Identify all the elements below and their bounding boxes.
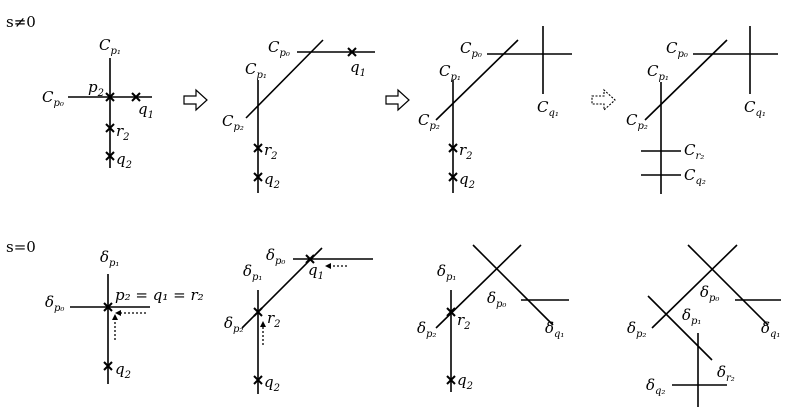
label: q1: [350, 58, 366, 79]
curve-line: [687, 244, 769, 326]
label: Cp₁: [245, 60, 267, 81]
transition-arrow-dotted: [591, 88, 616, 112]
panel-s-zero-1: δp₁ δp₀ q2 p₂ = q₁ = r₂: [45, 248, 204, 384]
label: Cp₀: [460, 39, 482, 60]
panel-s-nonzero-1: Cp₁ p2 Cp₀ q1 r2 q2: [42, 36, 154, 171]
curve-line: [647, 295, 713, 361]
point-marker: [253, 172, 263, 182]
label: q1: [138, 100, 154, 121]
point-marker: [105, 151, 115, 161]
label: Cq₁: [537, 98, 559, 119]
label: q2: [264, 170, 280, 191]
label: Cr₂: [684, 141, 704, 162]
point-marker: [253, 307, 263, 317]
dotted-arrow: [112, 314, 118, 340]
point-marker: [305, 254, 315, 264]
point-marker: [253, 375, 263, 385]
label: δp₁: [437, 262, 456, 283]
label: r2: [116, 122, 130, 143]
label: δp₀: [487, 289, 506, 310]
curve-line: [644, 39, 728, 121]
label: Cp₂: [418, 111, 440, 132]
panel-s-zero-4: δp₀ δp₁ δp₂ δq₁ δr₂ δq₂: [627, 244, 781, 407]
label: r2: [264, 141, 278, 162]
panel-s-nonzero-4: Cp₀ Cp₁ Cq₁ Cp₂ Cr₂ Cq₂: [626, 26, 778, 194]
row-condition-s-nonzero: s≠0: [6, 13, 36, 31]
curve-line: [435, 39, 519, 121]
row-condition-s-zero: s=0: [6, 238, 36, 256]
equation: p₂ = q₁ = r₂: [115, 286, 204, 304]
label: r2: [459, 141, 473, 162]
label: δr₂: [717, 363, 735, 384]
label: δp₁: [100, 248, 119, 269]
panel-s-nonzero-2: Cp₀ q1 Cp₁ Cp₂ r2 q2: [222, 38, 375, 193]
point-marker: [448, 172, 458, 182]
label: Cq₁: [744, 98, 766, 119]
point-marker: [103, 302, 113, 312]
label: δq₂: [646, 376, 665, 397]
dotted-arrow: [260, 321, 266, 345]
label: δp₁: [243, 262, 262, 283]
label: Cp₁: [647, 62, 669, 83]
dotted-arrow: [325, 263, 347, 269]
label: δp₂: [417, 319, 436, 340]
point-marker: [253, 143, 263, 153]
label: q2: [264, 373, 280, 394]
label: q2: [459, 170, 475, 191]
curve-line: [245, 39, 324, 119]
point-marker: [103, 361, 113, 371]
label: Cq₂: [684, 166, 706, 187]
label: q1: [308, 261, 324, 282]
label: δp₁: [682, 306, 701, 327]
panel-s-zero-3: δp₁ δp₀ δp₂ r2 δq₁ q2: [417, 244, 569, 392]
point-marker: [105, 123, 115, 133]
panel-s-zero-2: δp₀ q1 δp₁ δp₂ r2 q2: [224, 246, 373, 394]
label: δq₁: [545, 319, 564, 340]
label: δp₂: [224, 314, 243, 335]
label: Cp₁: [439, 62, 461, 83]
label: q2: [457, 371, 473, 392]
point-marker: [446, 375, 456, 385]
label: Cp₂: [222, 112, 244, 133]
label: Cp₀: [268, 38, 290, 59]
label: p2: [88, 78, 104, 99]
point-marker: [105, 92, 115, 102]
panel-s-nonzero-3: Cp₀ Cp₁ Cq₁ Cp₂ r2 q2: [418, 26, 572, 193]
point-marker: [347, 47, 357, 57]
label: Cp₂: [626, 111, 648, 132]
label: q2: [116, 150, 132, 171]
transition-arrow: [183, 88, 208, 112]
label: δq₁: [761, 319, 780, 340]
label: r2: [267, 309, 281, 330]
label: Cp₀: [666, 39, 688, 60]
transition-arrow: [385, 88, 410, 112]
label: δp₀: [700, 283, 719, 304]
point-marker: [446, 307, 456, 317]
point-marker: [131, 92, 141, 102]
dotted-arrow: [115, 310, 146, 316]
label: δp₀: [45, 293, 64, 314]
label: δp₀: [266, 246, 285, 267]
label: δp₂: [627, 319, 646, 340]
label: q2: [115, 360, 131, 381]
label: r2: [457, 311, 471, 332]
label: Cp₀: [42, 88, 64, 109]
curve-line: [472, 244, 554, 326]
label: Cp₁: [99, 36, 121, 57]
point-marker: [448, 143, 458, 153]
